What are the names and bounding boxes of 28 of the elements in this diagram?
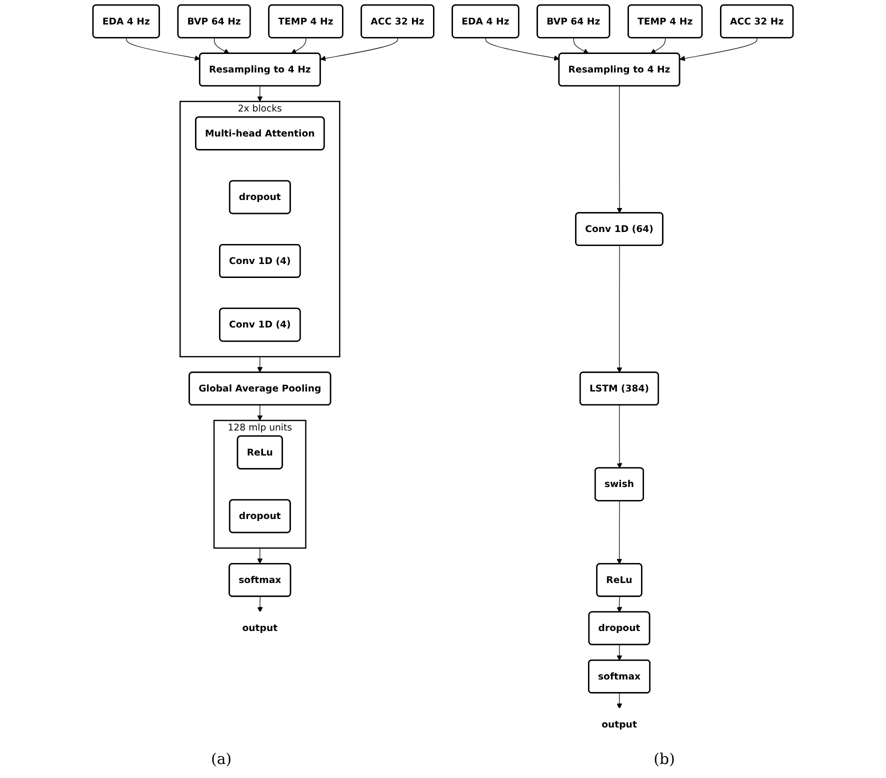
node-label: 128 mlp units — [228, 422, 292, 433]
arrow — [616, 692, 622, 709]
arrow — [257, 86, 263, 102]
arrow — [616, 644, 622, 661]
arrow — [291, 38, 306, 54]
arrow — [616, 245, 622, 373]
arrow — [257, 596, 263, 612]
arrow — [485, 38, 560, 61]
node-label: 2x blocks — [238, 102, 282, 114]
arrow — [257, 356, 263, 372]
panel-caption: (b) — [654, 750, 675, 768]
arrow — [680, 38, 758, 62]
panel-caption: (a) — [211, 750, 232, 768]
arrow — [616, 404, 622, 468]
node-text: output — [602, 718, 637, 730]
arrow — [616, 500, 622, 564]
node-text: output — [242, 622, 278, 634]
arrow — [616, 596, 622, 612]
cluster — [213, 420, 306, 549]
arrow — [126, 38, 200, 61]
arrow — [257, 404, 263, 421]
arrow — [616, 86, 622, 214]
arrow — [650, 38, 666, 54]
arrow — [573, 38, 589, 54]
cluster — [180, 100, 340, 358]
arrow — [257, 548, 263, 564]
arrow — [214, 38, 230, 54]
arrow — [320, 38, 398, 62]
